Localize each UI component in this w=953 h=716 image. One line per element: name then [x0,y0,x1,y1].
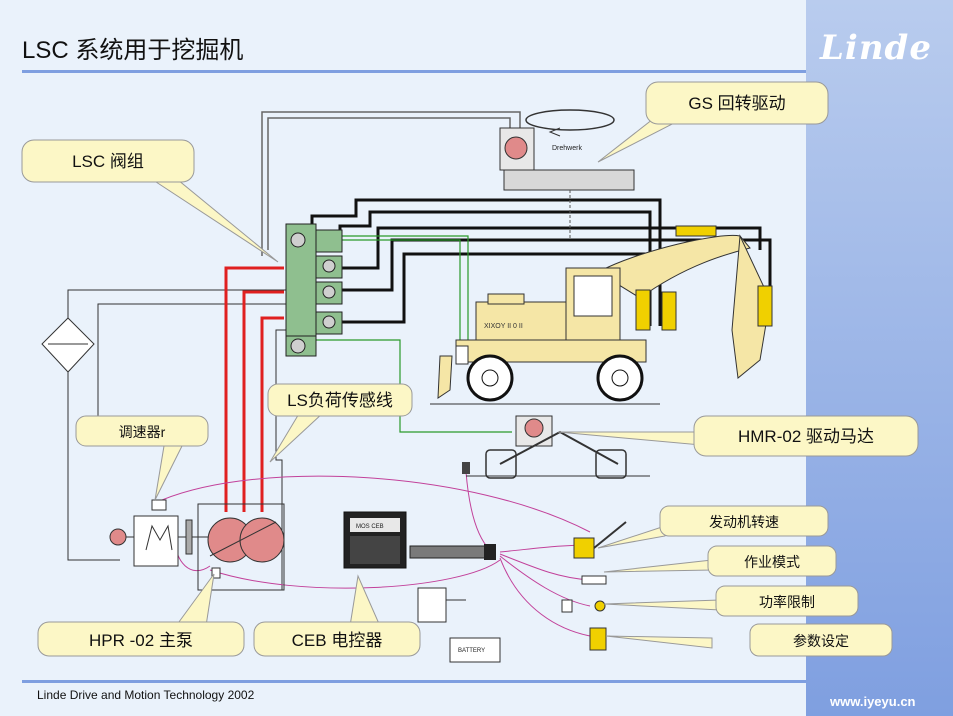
oil-cooler [41,317,95,373]
label-ls-line: LS负荷传感线 [287,391,393,410]
callout-ls-line: LS负荷传感线 [267,383,413,417]
engine-speed-sensor [573,521,627,559]
callout-governor: 调速器r [75,415,209,447]
drive-motor-axle [462,415,650,479]
drehwerk-label: Drehwerk [552,145,582,152]
callout-power-limit: 功率限制 [715,585,859,617]
footer-divider [22,680,806,683]
cab-marking: XIXOY II 0 II [484,323,523,330]
callout-work-mode: 作业模式 [707,545,837,577]
lsc-valve-block [285,223,343,357]
label-hmr-motor: HMR-02 驱动马达 [738,427,874,446]
wiring-harness [409,544,496,560]
linde-logo: Linde [820,28,932,68]
callout-hpr-pump: HPR -02 主泵 [37,621,245,657]
excavator-wheel-right [596,354,644,402]
battery: BATTERY [417,587,501,663]
work-mode-switch [581,575,607,585]
callout-gs-slew: GS 回转驱动 [645,81,829,125]
label-ceb: CEB 电控器 [292,631,383,650]
ceb-marking: MOS CEB [356,524,384,530]
label-gs-slew: GS 回转驱动 [688,94,785,113]
callout-engine-speed: 发动机转速 [659,505,829,537]
ceb-controller: MOS CEB [343,511,407,569]
footer-text: Linde Drive and Motion Technology 2002 [37,688,255,702]
callout-lsc-valve: LSC 阀组 [21,139,195,183]
power-limit-switch [561,599,606,613]
callout-ceb: CEB 电控器 [253,621,421,657]
excavator: XIXOY II 0 II [430,225,773,405]
callout-param-set: 参数设定 [749,623,893,657]
battery-label: BATTERY [458,648,485,654]
label-hpr-pump: HPR -02 主泵 [89,631,193,650]
hpr-pump-group [109,499,285,591]
title-divider [22,70,806,73]
label-engine-speed: 发动机转速 [709,514,779,530]
label-param-set: 参数设定 [793,633,849,649]
callout-hmr-motor: HMR-02 驱动马达 [693,415,919,457]
label-power-limit: 功率限制 [759,594,815,610]
slew-hoses [261,111,521,256]
excavator-wheel-left [466,354,514,402]
label-lsc-valve: LSC 阀组 [72,152,144,171]
slide-title: LSC 系统用于挖掘机 [22,37,244,64]
label-governor: 调速器r [119,424,166,440]
pressure-lines [224,266,284,512]
signal-cables [161,471,591,637]
watermark: www.iyeyu.cn [830,694,916,709]
parameter-plug [589,627,607,651]
slew-drive-unit: Drehwerk [499,109,635,240]
label-work-mode: 作业模式 [744,554,800,570]
